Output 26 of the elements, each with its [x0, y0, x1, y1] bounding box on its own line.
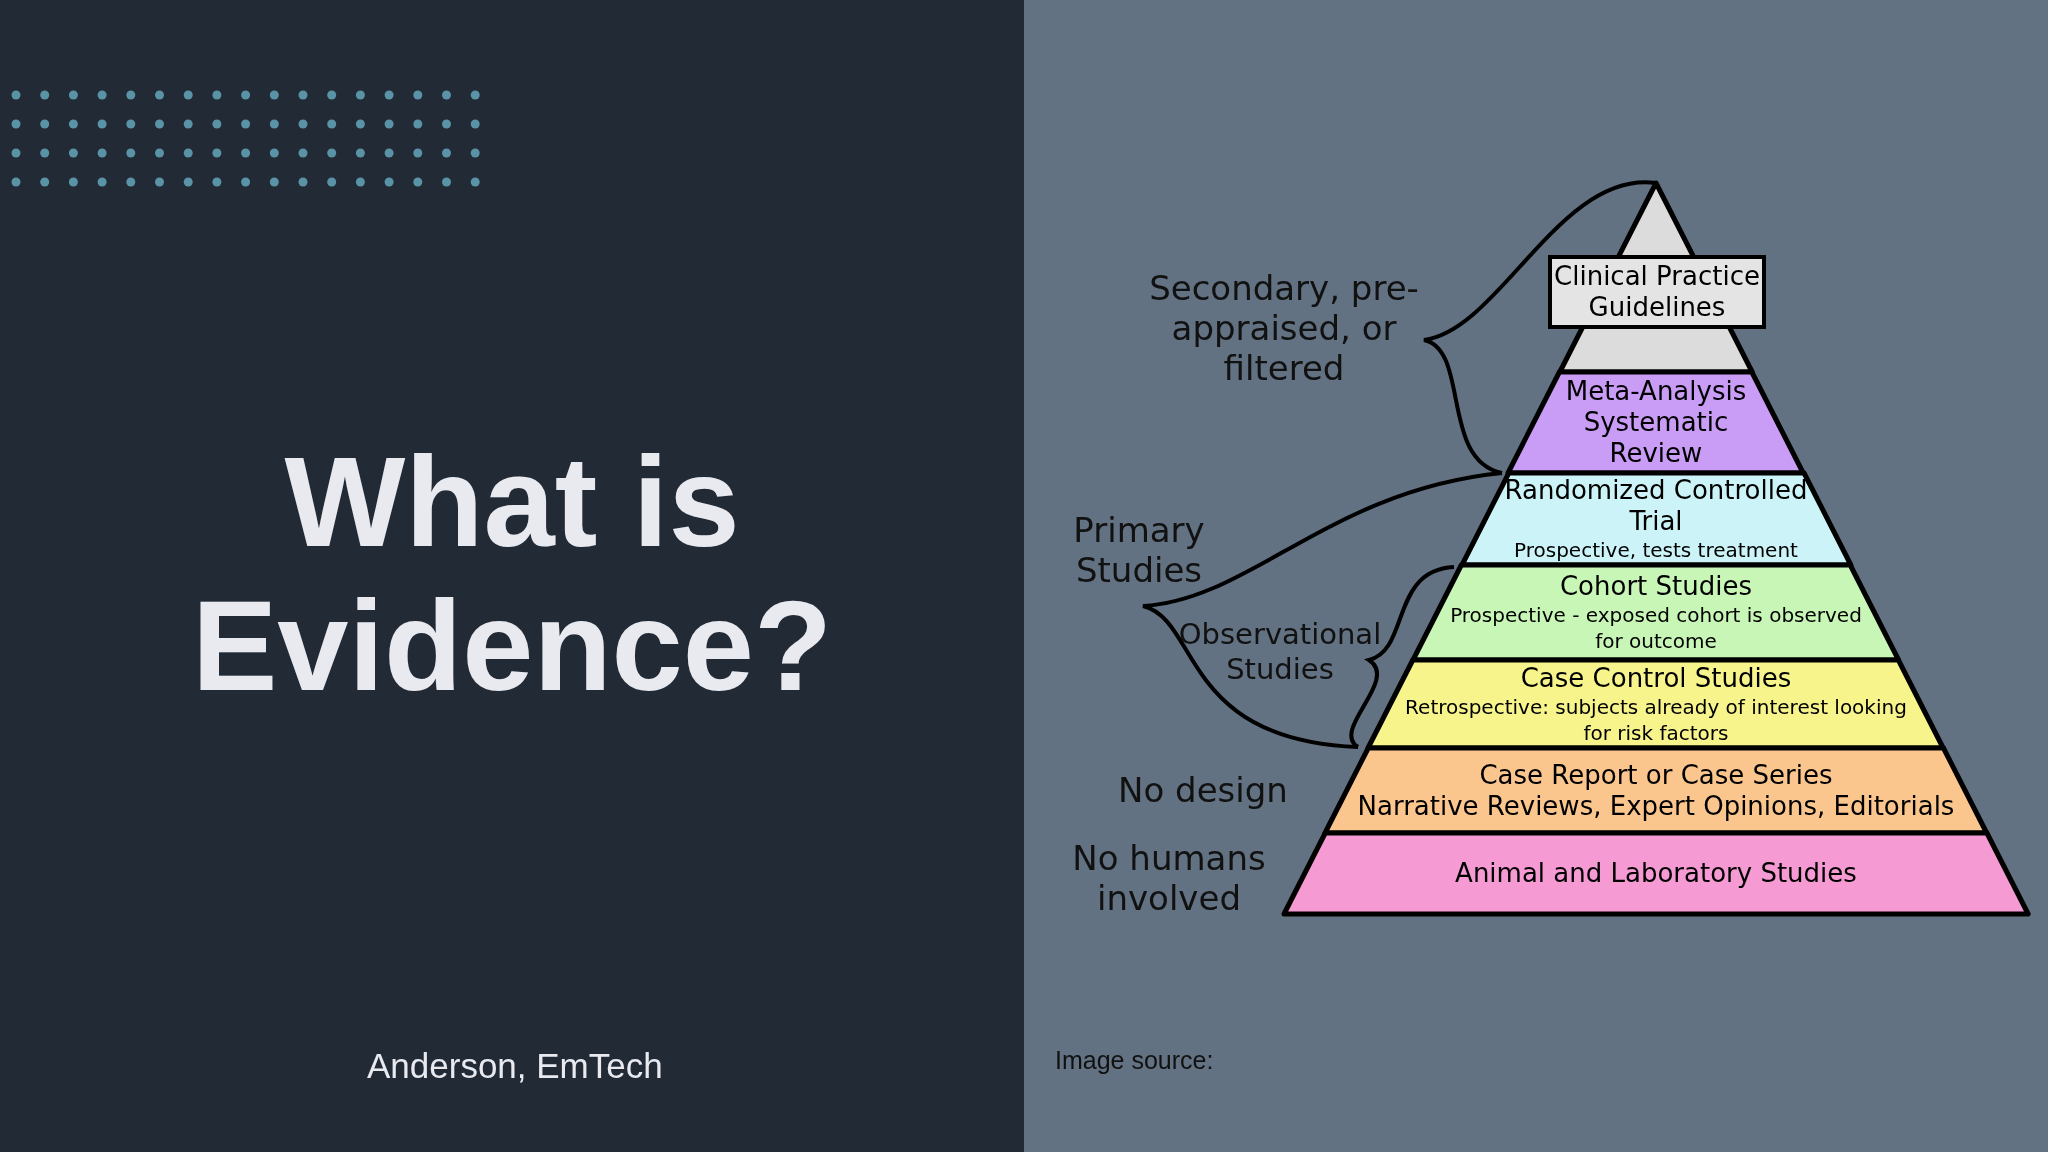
tier-description: Narrative Reviews, Expert Opinions, Editorials	[1357, 790, 1955, 822]
tier-title: Case Report or Case Series	[1479, 759, 1833, 791]
pyramid-tier	[1461, 473, 1851, 565]
category-label: Primary Studies	[1072, 510, 1206, 590]
tier-title: Meta-Analysis Systematic Review	[1564, 376, 1748, 469]
guideline-box	[1548, 255, 1766, 329]
tier-title: Randomized Controlled Trial	[1503, 475, 1809, 537]
pyramid-tier	[1283, 833, 2029, 914]
category-label: No humans involved	[1071, 838, 1267, 918]
pyramid-tier	[1325, 748, 1987, 833]
pyramid-tier	[1413, 565, 1899, 660]
tier-title: Animal and Laboratory Studies	[1455, 858, 1857, 889]
box-label: Clinical Practice Guidelines	[1553, 261, 1761, 323]
pyramid-tier	[1508, 372, 1804, 473]
author-credit: Anderson, EmTech	[367, 1045, 664, 1087]
tier-title: Cohort Studies	[1559, 571, 1752, 602]
source-note: Image source:	[1055, 1045, 1215, 1075]
tier-description: Retrospective: subjects already of interest looking for risk factors	[1404, 693, 1908, 746]
slide-title: What is Evidence?	[190, 430, 834, 718]
category-label: Observational Studies	[1177, 617, 1383, 687]
tier-title: Case Control Studies	[1520, 662, 1792, 694]
tier-description: Prospective, tests treatment	[1514, 537, 1798, 563]
pyramid-tier	[1368, 660, 1944, 748]
category-label: No design	[1117, 770, 1289, 810]
tier-description: Prospective - exposed cohort is observed for outcome	[1449, 602, 1863, 654]
category-label: Secondary, pre-appraised, or filtered	[1148, 268, 1420, 388]
